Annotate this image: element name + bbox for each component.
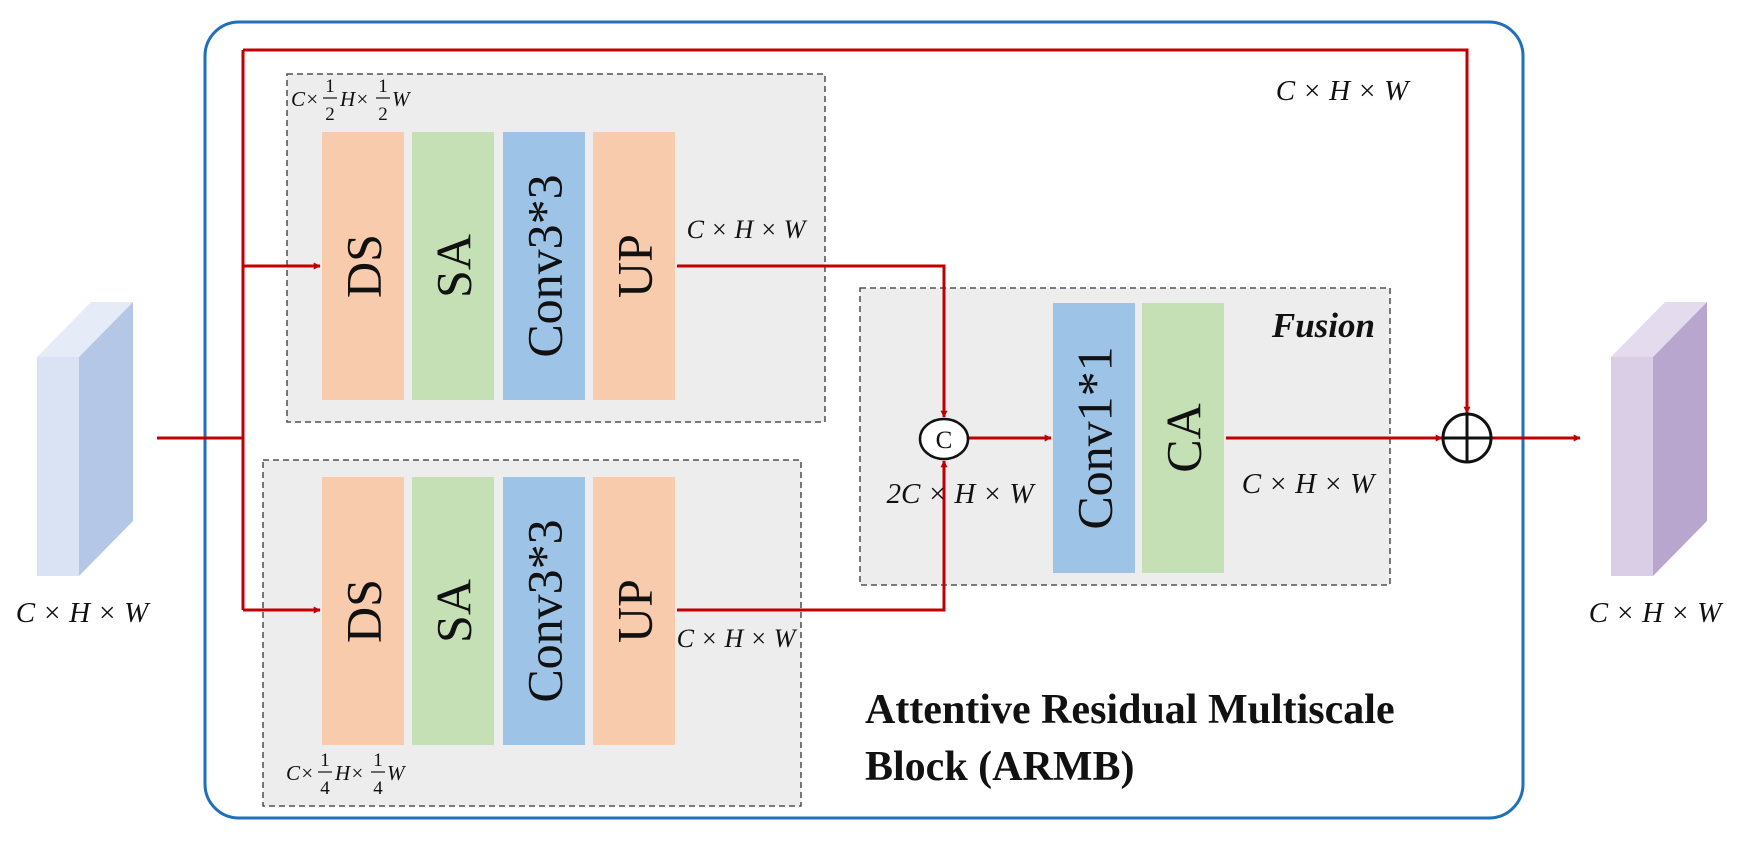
top-out-dim-label: C × H × W <box>687 215 808 244</box>
bottom-up-label: UP <box>607 579 663 643</box>
top-up-block <box>593 132 675 400</box>
svg-text:W: W <box>392 87 412 111</box>
top-sa-block <box>412 132 494 400</box>
output-dim-label: C × H × W <box>1589 597 1724 629</box>
svg-text:H×: H× <box>339 87 369 111</box>
top-ds-block <box>322 132 404 400</box>
fusion-label: Fusion <box>1271 306 1375 345</box>
svg-text:1: 1 <box>325 76 335 97</box>
top-sa-label: SA <box>426 234 482 298</box>
bottom-sa-block <box>412 477 494 745</box>
bottom-sa-label: SA <box>426 579 482 643</box>
bottom-ds-block <box>322 477 404 745</box>
bottom-ds-label: DS <box>336 579 392 643</box>
svg-text:1: 1 <box>378 76 388 97</box>
top-conv3-label: Conv3*3 <box>517 174 573 357</box>
svg-text:2: 2 <box>378 104 388 125</box>
block-title-line1: Attentive Residual Multiscale <box>865 687 1395 733</box>
svg-text:2: 2 <box>325 104 335 125</box>
bottom-scale-label: C× 1 4 H× 1 4 W <box>286 750 407 799</box>
input-tensor <box>37 302 133 576</box>
concat-node <box>918 417 970 461</box>
fusion-out-dim-label: C × H × W <box>1242 468 1377 500</box>
top-conv3-block <box>503 132 585 400</box>
top-scale-label: C× 1 2 H× 1 2 W <box>291 76 412 125</box>
conv1-block <box>1053 303 1135 573</box>
svg-text:H×: H× <box>334 761 364 785</box>
svg-text:1: 1 <box>373 750 383 771</box>
svg-text:C×: C× <box>286 761 314 785</box>
ca-block <box>1142 303 1224 573</box>
block-title-line2: Block (ARMB) <box>865 744 1134 790</box>
top-up-label: UP <box>607 234 663 298</box>
add-node <box>1441 412 1493 464</box>
output-tensor <box>1611 302 1707 576</box>
armb-outer-border <box>203 20 1525 820</box>
wires <box>157 48 1581 614</box>
concat-dim-label: 2C × H × W <box>886 478 1036 510</box>
conv1-label: Conv1*1 <box>1067 346 1123 529</box>
svg-text:4: 4 <box>373 778 383 799</box>
skip-dim-label: C × H × W <box>1276 75 1411 107</box>
bottom-conv3-label: Conv3*3 <box>517 519 573 702</box>
ca-label: CA <box>1156 403 1212 472</box>
svg-text:C×: C× <box>291 87 319 111</box>
svg-text:W: W <box>387 761 407 785</box>
top-ds-label: DS <box>336 234 392 298</box>
bottom-up-block <box>593 477 675 745</box>
concat-symbol: C <box>936 427 953 454</box>
bottom-out-dim-label: C × H × W <box>677 624 798 653</box>
svg-text:1: 1 <box>320 750 330 771</box>
bottom-conv3-block <box>503 477 585 745</box>
input-dim-label: C × H × W <box>16 597 151 629</box>
svg-text:4: 4 <box>320 778 330 799</box>
